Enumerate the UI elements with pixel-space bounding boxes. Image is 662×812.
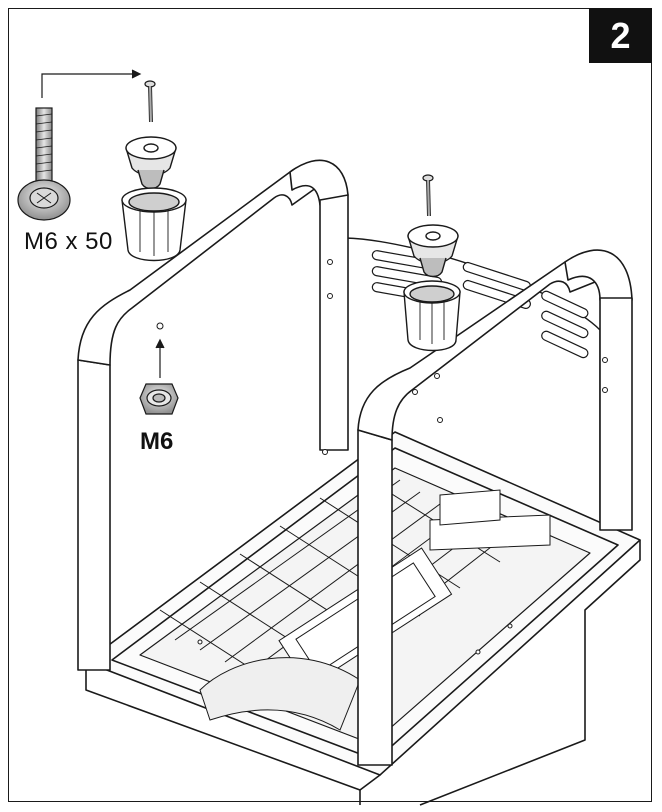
- screw-icon: [422, 174, 434, 217]
- nut-icon: [139, 383, 179, 415]
- washer-icon: [125, 136, 177, 190]
- arrow-icon: [155, 338, 165, 378]
- right-handle-frame: [357, 249, 633, 766]
- frame-holes: [156, 259, 608, 655]
- bolt-size-label: M6 x 50: [24, 228, 113, 255]
- step-number-badge: 2: [589, 8, 652, 63]
- left-handle-frame: [77, 159, 349, 671]
- sleeve-icon: [403, 280, 461, 352]
- bolt-icon: [17, 107, 71, 221]
- nut-size-label: M6: [140, 428, 174, 455]
- screw-icon: [144, 80, 156, 123]
- arrow-icon: [41, 69, 142, 98]
- sleeve-icon: [121, 187, 187, 262]
- vent-slots: [371, 250, 589, 359]
- washer-icon: [407, 224, 459, 278]
